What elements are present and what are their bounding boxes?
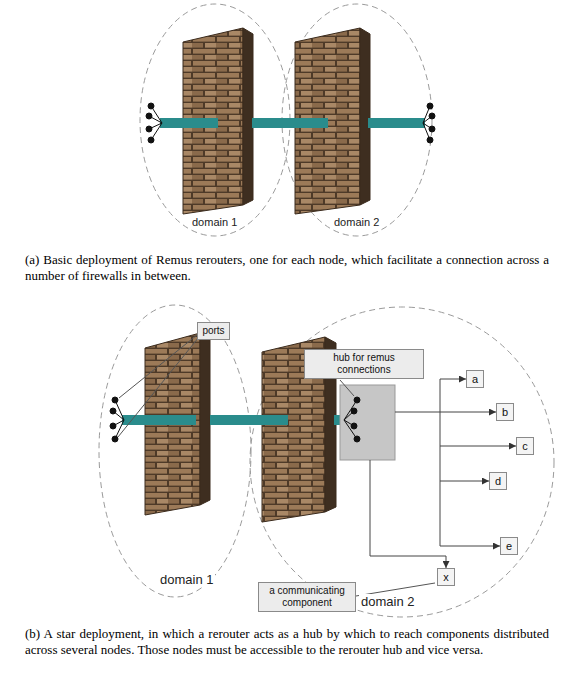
label-text: (a) Basic deployment of Remus rerouters,… xyxy=(25,252,549,283)
domain-label: domain 1 xyxy=(190,216,239,228)
hub-arrows xyxy=(440,546,500,547)
port-dots-a xyxy=(146,126,152,132)
hub-arrows xyxy=(440,446,516,447)
port-dots-a xyxy=(429,113,435,119)
port-dots-b xyxy=(344,400,357,420)
label-text: (b) A star deployment, in which a rerout… xyxy=(25,626,549,657)
hub-arrows xyxy=(440,481,489,482)
domain-ellipses-a xyxy=(140,4,432,236)
hub-box xyxy=(340,385,395,460)
label-text: domain 2 xyxy=(361,594,414,609)
domain-label: domain 2 xyxy=(332,216,381,228)
port-dots-a xyxy=(148,137,154,143)
teal-segments-a xyxy=(252,118,328,128)
leader-lines xyxy=(340,380,354,396)
domain-ellipses-b xyxy=(99,305,554,617)
teal-segments-a xyxy=(160,118,425,128)
domain-label: domain 1 xyxy=(158,572,215,587)
hub-arrows xyxy=(370,379,516,568)
hub-arrows xyxy=(440,379,466,380)
hub-box xyxy=(340,385,395,460)
port-dots-b xyxy=(110,408,116,414)
callout-box: a communicating component xyxy=(258,582,356,612)
port-dots-b xyxy=(110,423,116,429)
hub-arrows xyxy=(395,412,496,413)
port-dots-b xyxy=(110,397,360,442)
box-text: a communicating component xyxy=(263,585,351,609)
label-text: domain 1 xyxy=(192,216,237,228)
leader-lines xyxy=(118,337,199,437)
box-text: ports xyxy=(202,325,225,337)
port-dots-a xyxy=(146,103,435,143)
port-dots-b xyxy=(112,436,118,442)
callout-box: hub for remus connections xyxy=(304,349,424,379)
port-dots-b xyxy=(351,423,357,429)
firewall-b xyxy=(200,333,210,505)
caption: (b) A star deployment, in which a rerout… xyxy=(25,626,549,658)
box-text: d xyxy=(490,473,506,489)
box-text: a xyxy=(467,371,483,387)
component-box: a xyxy=(466,370,484,388)
port-dots-b xyxy=(354,436,360,442)
component-box: c xyxy=(516,437,534,455)
component-box: d xyxy=(489,472,507,490)
component-box: e xyxy=(500,537,518,555)
port-dots-b xyxy=(351,408,357,414)
leader-lines xyxy=(119,335,197,398)
domain-ellipses-b xyxy=(250,307,554,617)
leader-lines xyxy=(118,335,435,596)
teal-segments-b xyxy=(122,415,342,425)
teal-segments-a xyxy=(368,118,425,128)
label-text: domain 1 xyxy=(160,572,213,587)
box-text: e xyxy=(501,538,517,554)
box-text: c xyxy=(517,438,533,454)
teal-segments-a xyxy=(160,118,218,128)
port-dots-b xyxy=(112,397,118,403)
caption: (a) Basic deployment of Remus rerouters,… xyxy=(25,252,549,284)
hub-arrows xyxy=(370,460,446,568)
component-box: b xyxy=(496,403,514,421)
hub-arrows xyxy=(440,379,441,546)
box-text: hub for remus connections xyxy=(309,352,419,376)
firewall-a xyxy=(360,28,370,205)
port-dots-a xyxy=(429,126,435,132)
domain-label: domain 2 xyxy=(359,594,416,609)
port-dots-a xyxy=(427,103,433,109)
teal-segments-b xyxy=(210,415,288,425)
port-dots-a xyxy=(146,113,152,119)
port-dots-b xyxy=(354,397,360,403)
port-dots-a xyxy=(427,137,433,143)
label-text: domain 2 xyxy=(334,216,379,228)
box-text: b xyxy=(497,404,513,420)
component-box: x xyxy=(437,568,455,586)
callout-box: ports xyxy=(197,322,230,340)
firewall-a xyxy=(243,28,253,205)
box-text: x xyxy=(438,569,454,585)
domain-ellipses-b xyxy=(99,305,251,597)
port-dots-a xyxy=(148,103,154,109)
teal-segments-b xyxy=(122,415,196,425)
